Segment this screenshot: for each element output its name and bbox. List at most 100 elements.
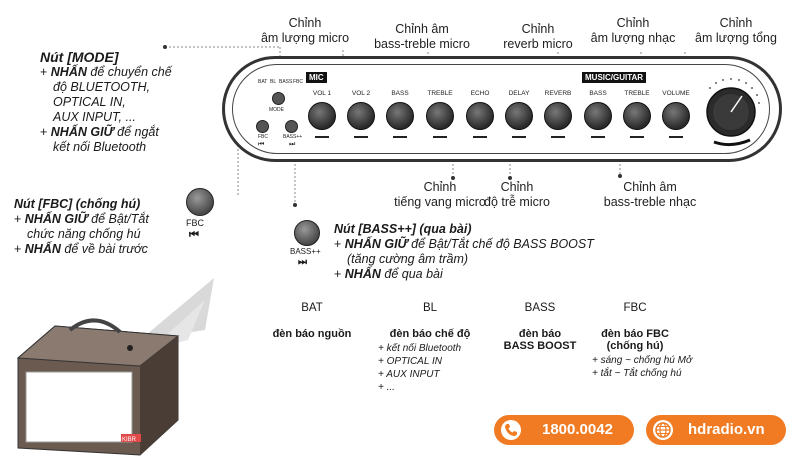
music-guitar-tag: MUSIC/GUITAR [582,72,647,83]
indicator-item: + sáng ~ chống hú Mở [592,355,692,366]
knob-tick [512,136,526,138]
knob-label-reverb: REVERB [544,90,572,97]
indicator-desc: đèn báo BASS BOOST [503,328,577,352]
fbc-button-label: FBC [186,218,204,228]
indicator-code: BASS [524,302,556,314]
mode-button-panel[interactable] [272,92,285,105]
knob-label-mic-treble: TREBLE [427,90,453,97]
knob-tick [393,136,407,138]
knob-label-echo: ECHO [470,90,490,97]
fbc-note-line: + NHẤN GIỮ để Bật/Tắt [14,212,149,226]
next-icon: ⏭ [289,141,296,148]
phone-pill[interactable]: 1800.0042 [494,415,634,445]
knob-label-delay: DELAY [508,90,530,97]
knob-tick [433,136,447,138]
phone-number: 1800.0042 [542,421,613,438]
knob-mic-treble[interactable] [426,102,454,130]
bass-note-line: + NHẤN GIỮ để Bật/Tắt chế độ BASS BOOST [334,237,594,251]
callout-mic-volume: Chỉnh âm lượng micro [260,16,350,45]
mode-note: Nút [MODE] + NHẤN để chuyển chế độ BLUET… [40,50,230,155]
indicator-code: FBC [623,302,647,314]
callout-delay: Chỉnh độ trễ micro [484,180,550,209]
callout-master-volume: Chỉnh âm lượng tổng [695,16,777,45]
knob-music-bass[interactable] [584,102,612,130]
indicator-desc: đèn báo chế độ [389,328,471,340]
knob-mic-bass[interactable] [386,102,414,130]
mode-note-line: AUX INPUT, ... [53,110,136,124]
bass-note-line: + NHẤN để qua bài [334,267,443,281]
indicator-item: + kết nối Bluetooth [378,343,462,354]
fbc-note-line: + NHẤN để về bài trước [14,242,148,256]
knob-tick [669,136,683,138]
prev-track-icon: ⏮ [189,229,199,241]
knob-tick [354,136,368,138]
indicator-code: BAT [301,302,323,314]
bass-button-panel[interactable] [285,120,298,133]
led-label-fbc: FBC [293,79,303,85]
bass-note: Nút [BASS++] (qua bài) + NHẤN GIỮ để Bật… [334,222,674,282]
mic-tag: MIC [306,72,327,83]
control-panel-inner [232,64,770,154]
knob-label-vol1: VOL 1 [312,90,332,97]
prev-icon: ⏮ [258,141,265,148]
bass-note-title: Nút [BASS++] (qua bài) [334,222,472,236]
callout-echo: Chỉnh tiếng vang micro [394,180,486,209]
callout-mic-bass-treble: Chỉnh âm bass-treble micro [374,22,470,51]
fbc-note: Nút [FBC] (chống hú) + NHẤN GIỮ để Bật/T… [14,197,189,257]
fbc-button-panel[interactable] [256,120,269,133]
callout-music-bass-treble: Chỉnh âm bass-treble nhạc [603,180,697,209]
knob-echo[interactable] [466,102,494,130]
bass-note-line: (tăng cường âm trầm) [347,252,469,266]
fbc-note-title: Nút [FBC] (chống hú) [14,197,141,211]
led-label-bl: BL [270,79,277,85]
mode-note-line: + NHẤN để chuyển chế [40,65,172,79]
knob-label-music-bass: BASS [589,90,607,97]
bass-boost-button-label: BASS++ [290,247,321,256]
master-volume-knob[interactable] [700,74,766,150]
bass-boost-button[interactable] [294,220,320,246]
mode-note-line: kết nối Bluetooth [53,140,147,154]
mode-note-line: độ BLUETOOTH, [53,80,151,94]
indicator-bl: BL đèn báo chế độ + kết nối Bluetooth + … [370,302,490,394]
knob-tick [551,136,565,138]
knob-label-music-volume: VOLUME [662,90,690,97]
indicator-bass: BASS đèn báo BASS BOOST [490,302,590,352]
globe-icon [653,420,673,440]
speaker-brand: KIBR [122,437,137,443]
led-label-bass: BASS [279,79,293,85]
fbc-label-panel: FBC [258,134,268,140]
indicator-desc: đèn báo FBC (chống hú) [601,328,669,352]
website-pill[interactable]: hdradio.vn [646,415,786,445]
knob-music-treble[interactable] [623,102,651,130]
speaker-illustration: KIBR [16,278,214,456]
mode-note-line: OPTICAL IN, [53,95,126,109]
next-track-icon: ⏭ [298,257,307,268]
fbc-note-line: chức năng chống hú [27,227,141,241]
callout-reverb: Chỉnh reverb micro [503,22,573,51]
mode-note-line: + NHẤN GIỮ để ngắt [40,125,159,139]
indicator-item: + OPTICAL IN [378,356,443,367]
mode-label-panel: MODE [269,107,284,113]
callout-music-volume: Chỉnh âm lượng nhạc [590,16,676,45]
indicator-code: BL [422,302,438,314]
website-url: hdradio.vn [688,421,765,438]
indicator-item: + tắt ~ Tắt chống hú [592,368,682,379]
indicator-desc: đèn báo nguồn [272,328,352,340]
indicator-bat: BAT đèn báo nguồn [262,302,362,340]
knob-music-volume[interactable] [662,102,690,130]
knob-label-vol2: VOL 2 [351,90,371,97]
knob-tick [630,136,644,138]
knob-label-mic-bass: BASS [391,90,409,97]
knob-reverb[interactable] [544,102,572,130]
phone-icon [501,420,521,440]
mode-note-title: Nút [MODE] [40,49,119,65]
indicator-fbc: FBC đèn báo FBC (chống hú) + sáng ~ chốn… [570,302,700,380]
knob-vol1[interactable] [308,102,336,130]
indicator-item: + ... [378,382,395,393]
knob-tick [315,136,329,138]
bass-label-panel: BASS++ [283,134,303,140]
knob-tick [473,136,487,138]
knob-vol2[interactable] [347,102,375,130]
fbc-button[interactable] [186,188,214,216]
knob-delay[interactable] [505,102,533,130]
